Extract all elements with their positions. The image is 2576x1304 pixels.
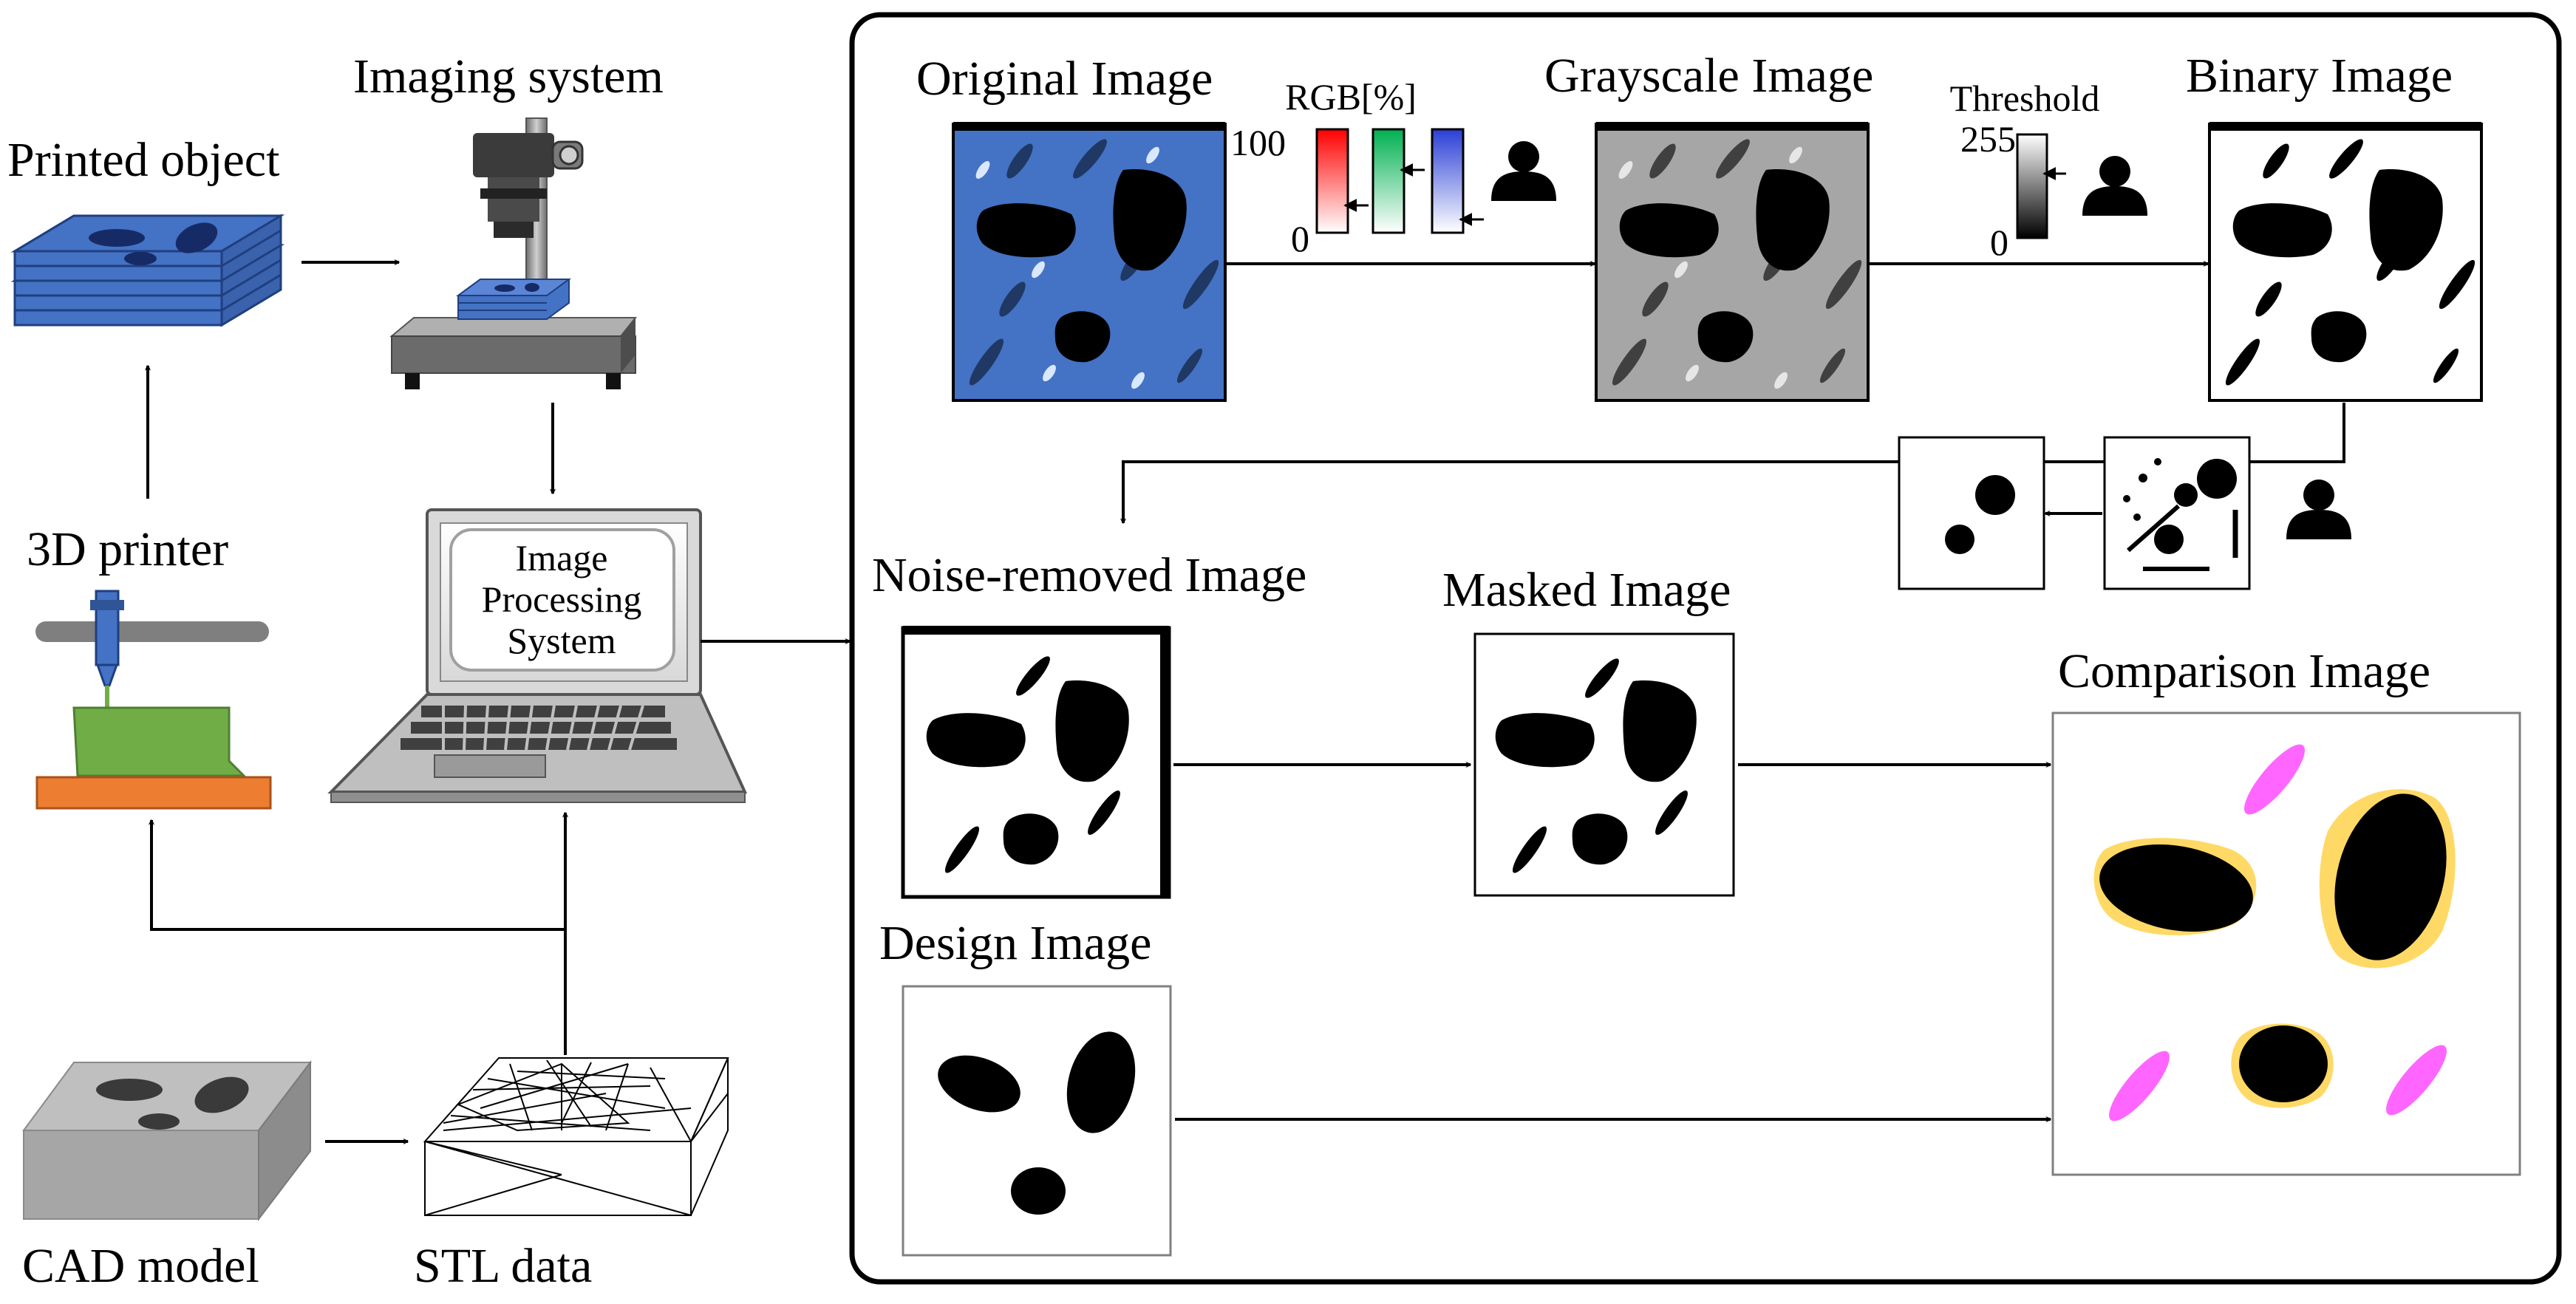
grayscale-image <box>1595 122 1870 402</box>
binary-image <box>2208 122 2483 402</box>
rgb-slider-max: 100 <box>1230 122 1286 163</box>
masked-image <box>1473 632 1735 897</box>
laptop-icon <box>327 508 748 803</box>
imaging-system-microscope-icon <box>389 117 638 389</box>
comparison-image <box>2051 711 2521 1176</box>
user-icon <box>2286 479 2351 539</box>
blue-channel-bar[interactable] <box>1431 128 1465 234</box>
threshold-bar[interactable] <box>2016 133 2048 239</box>
label-design-image: Design Image <box>879 916 1151 970</box>
ips-label-line2: Processing <box>482 578 642 620</box>
ips-label-line1: Image <box>516 537 608 578</box>
label-comparison-image: Comparison Image <box>2058 644 2430 698</box>
label-noise-removed-image: Noise-removed Image <box>872 548 1306 602</box>
green-channel-bar[interactable] <box>1372 128 1405 234</box>
user-icon <box>1491 141 1556 201</box>
design-image <box>902 985 1172 1257</box>
noise-example-after <box>1898 436 2045 590</box>
printed-object-cube-icon <box>10 214 285 327</box>
ips-label-line3: System <box>507 620 616 661</box>
noise-removed-image <box>901 626 1171 899</box>
label-stl-data: STL data <box>414 1239 592 1293</box>
threshold-slider[interactable] <box>2016 133 2066 239</box>
label-masked-image: Masked Image <box>1442 563 1731 617</box>
label-3d-printer: 3D printer <box>27 522 228 576</box>
label-cad-model: CAD model <box>22 1239 259 1293</box>
threshold-slider-max: 255 <box>1960 118 2016 160</box>
arrow-stl-to-printer <box>151 820 567 1055</box>
cad-model-icon <box>22 1060 313 1221</box>
original-image <box>952 122 1227 402</box>
label-grayscale-image: Grayscale Image <box>1544 49 1873 103</box>
arrow-binary-to-noise-removed <box>1123 403 2345 523</box>
noise-example-before <box>2103 436 2251 590</box>
threshold-slider-min: 0 <box>1990 222 2008 263</box>
label-original-image: Original Image <box>916 52 1213 106</box>
red-channel-bar[interactable] <box>1315 128 1349 234</box>
user-icon <box>2082 156 2147 216</box>
rgb-slider[interactable] <box>1315 128 1484 234</box>
label-imaging-system: Imaging system <box>353 50 664 103</box>
label-binary-image: Binary Image <box>2186 49 2453 103</box>
stl-mesh-icon <box>423 1057 729 1216</box>
threshold-slider-title: Threshold <box>1950 78 2100 119</box>
rgb-slider-title: RGB[%] <box>1285 76 1417 117</box>
label-printed-object: Printed object <box>7 133 279 187</box>
printer-3d-icon <box>35 590 272 810</box>
processing-panel <box>849 12 2562 1285</box>
rgb-slider-min: 0 <box>1291 218 1309 259</box>
